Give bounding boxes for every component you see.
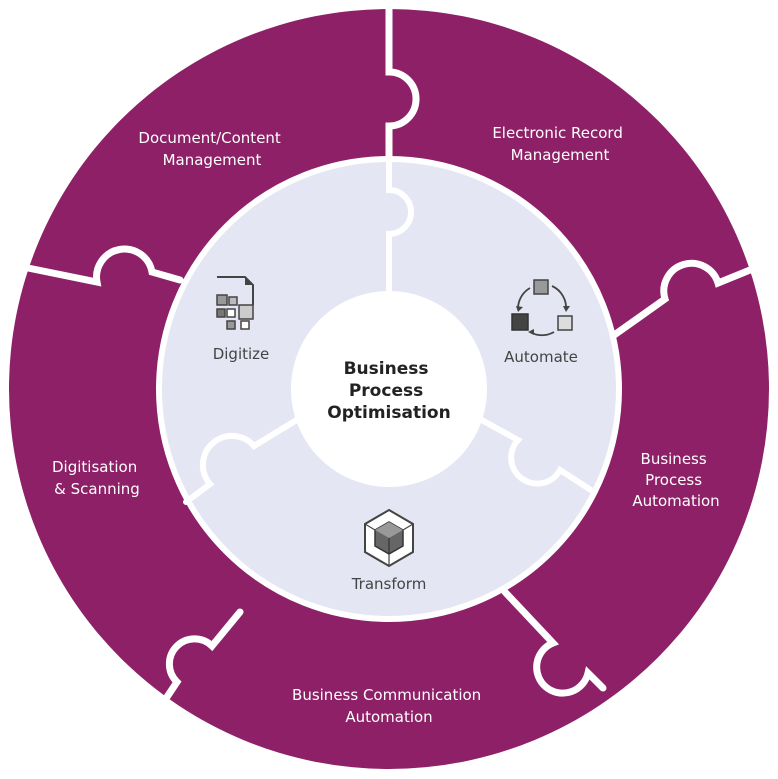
inner-label-transform: Transform [351,575,427,593]
center-title-line-2: Process [349,381,423,401]
center-title: Business Process Optimisation [327,359,450,423]
outer-label-electronic-record: Electronic Record Management [492,124,627,164]
inner-label-automate: Automate [504,348,578,366]
document-digitize-icon [216,276,254,330]
center-title-line-1: Business [344,359,429,379]
inner-label-digitize: Digitize [213,345,270,363]
automation-cycle-icon [511,279,573,337]
outer-label-document-content: Document/Content Management [138,129,285,169]
outer-label-digitisation-scanning: Digitisation & Scanning [52,458,142,498]
center-circle [291,291,487,487]
inner-dividers [183,157,597,505]
outer-label-business-communication: Business Communication Automation [292,686,486,726]
center-title-line-3: Optimisation [327,403,450,423]
hexagon-cube-icon [364,508,414,568]
outer-label-business-process-automation: Business Process Automation [632,450,719,510]
outer-dividers [24,5,754,701]
